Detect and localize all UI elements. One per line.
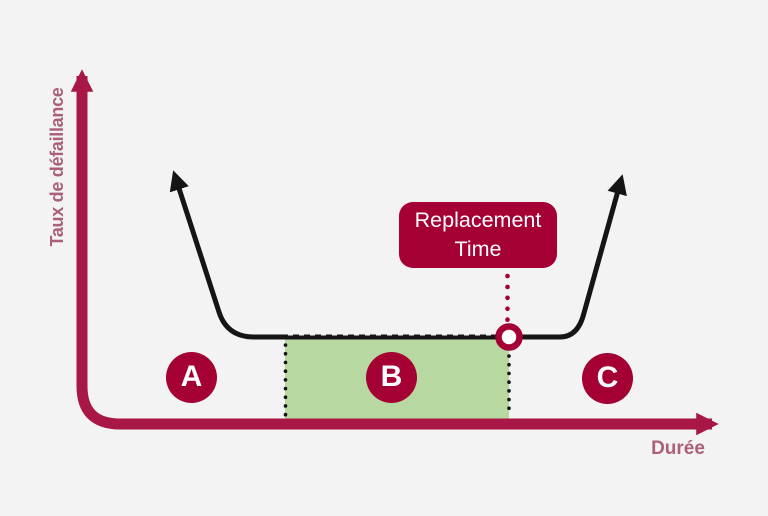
callout-line2: Time xyxy=(454,237,502,261)
axes-line xyxy=(70,69,719,436)
zone-badge-a: A xyxy=(166,352,217,403)
zone-badge-b: B xyxy=(366,352,417,403)
replacement-time-callout: Replacement Time xyxy=(399,202,557,268)
x-axis-label: Durée xyxy=(651,438,705,459)
callout-line1: Replacement xyxy=(414,208,542,232)
zone-badge-c: C xyxy=(582,353,633,404)
failure-rate-curve xyxy=(169,170,627,340)
replacement-point-marker-icon xyxy=(495,323,523,351)
y-axis-label: Taux de défaillance xyxy=(47,87,67,247)
